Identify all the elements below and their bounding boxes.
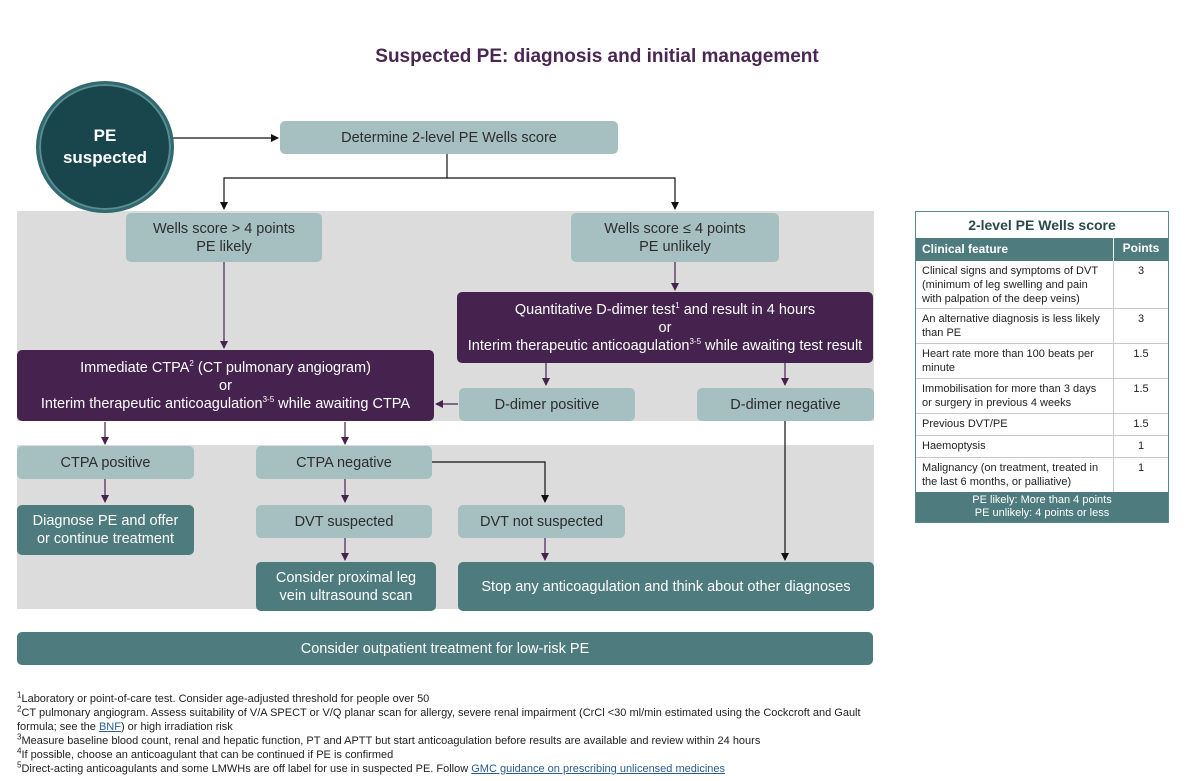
footnotes: 1Laboratory or point-of-care test. Consi…: [17, 690, 877, 776]
footer-likely: PE likely: More than 4 points: [972, 494, 1112, 506]
unlikely-line2: PE unlikely: [639, 238, 711, 255]
connector-negative-to-not-suspected: [432, 461, 549, 503]
table-row: Malignancy (on treatment, treated in the…: [916, 458, 1168, 492]
pe-unlikely-box: Wells score ≤ 4 points PE unlikely: [571, 213, 779, 262]
row-feature: Immobilisation for more than 3 days or s…: [916, 379, 1114, 413]
table-row: Previous DVT/PE 1.5: [916, 414, 1168, 436]
row-points: 3: [1137, 313, 1145, 325]
determine-wells-box: Determine 2-level PE Wells score: [280, 121, 618, 154]
wells-score-table: 2-level PE Wells score Clinical feature …: [915, 211, 1169, 523]
footnote-5: 5Direct-acting anticoagulants and some L…: [17, 760, 725, 775]
start-line1: PE: [93, 126, 117, 145]
diagnose-pe-box: Diagnose PE and offer or continue treatm…: [17, 505, 194, 555]
ddimer-positive-label: D-dimer positive: [494, 396, 600, 413]
ddimer-negative-label: D-dimer negative: [730, 396, 841, 413]
footnote-3: 3Measure baseline blood count, renal and…: [17, 732, 761, 747]
wells-table-footer: PE likely: More than 4 points PE unlikel…: [916, 492, 1168, 522]
ddimer-line2: or: [658, 319, 672, 336]
consider-scan-box: Consider proximal leg vein ultrasound sc…: [256, 562, 436, 611]
row-points: 1.5: [1133, 348, 1149, 360]
scan-line2: vein ultrasound scan: [279, 587, 413, 604]
dvt-not-suspected-box: DVT not suspected: [458, 505, 625, 538]
row-points: 3: [1137, 265, 1145, 277]
row-feature: Clinical signs and symptoms of DVT (mini…: [916, 261, 1114, 308]
table-row: Heart rate more than 100 beats per minut…: [916, 344, 1168, 379]
table-row: An alternative diagnosis is less likely …: [916, 309, 1168, 344]
row-feature: An alternative diagnosis is less likely …: [916, 309, 1114, 343]
stop-anticoagulation-box: Stop any anticoagulation and think about…: [458, 562, 874, 611]
ctpa-line1: Immediate CTPA2 (CT pulmonary angiogram): [80, 358, 371, 376]
row-feature: Heart rate more than 100 beats per minut…: [916, 344, 1114, 378]
footnote-2: 2CT pulmonary angiogram. Assess suitabil…: [17, 704, 861, 733]
connector-determine-split: [220, 154, 448, 210]
dvt-suspected-label: DVT suspected: [294, 513, 394, 530]
footnote-1: 1Laboratory or point-of-care test. Consi…: [17, 690, 430, 705]
ddimer-negative-box: D-dimer negative: [697, 388, 874, 421]
page-title: Suspected PE: diagnosis and initial mana…: [375, 46, 819, 67]
scan-line1: Consider proximal leg: [275, 569, 417, 586]
row-feature: Haemoptysis: [916, 436, 1114, 457]
footnote-4: 4If possible, choose an anticoagulant th…: [17, 746, 394, 761]
start-line2: suspected: [62, 148, 148, 167]
col-points-header: Points: [1122, 241, 1160, 255]
ctpa-line3: Interim therapeutic anticoagulation3-5 w…: [40, 394, 411, 412]
row-points: 1.5: [1133, 418, 1149, 430]
outpatient-box: Consider outpatient treatment for low-ri…: [17, 632, 873, 665]
pe-suspected-circle: PE suspected: [36, 81, 174, 213]
ddimer-test-box: Quantitative D-dimer test1 and result in…: [457, 292, 873, 363]
ddimer-line3: Interim therapeutic anticoagulation3-5 w…: [467, 336, 863, 354]
diagnose-line1: Diagnose PE and offer: [32, 513, 179, 529]
diagnose-line2: or continue treatment: [36, 531, 175, 547]
unlikely-line1: Wells score ≤ 4 points: [604, 220, 746, 237]
likely-line1: Wells score > 4 points: [153, 220, 295, 237]
wells-table-title: 2-level PE Wells score: [968, 217, 1116, 233]
ctpa-positive-box: CTPA positive: [17, 446, 194, 479]
table-row: Clinical signs and symptoms of DVT (mini…: [916, 261, 1168, 309]
ctpa-negative-label: CTPA negative: [296, 454, 392, 471]
ctpa-negative-box: CTPA negative: [256, 446, 432, 479]
determine-label: Determine 2-level PE Wells score: [341, 129, 557, 146]
row-points: 1.5: [1133, 383, 1149, 395]
immediate-ctpa-box: Immediate CTPA2 (CT pulmonary angiogram)…: [17, 350, 434, 421]
table-row: Haemoptysis 1: [916, 436, 1168, 458]
col-feature-header: Clinical feature: [916, 238, 1114, 261]
row-feature: Previous DVT/PE: [916, 414, 1114, 435]
connector-determine-right: [447, 177, 679, 210]
dvt-not-suspected-label: DVT not suspected: [479, 513, 604, 530]
table-row: Immobilisation for more than 3 days or s…: [916, 379, 1168, 414]
ddimer-positive-box: D-dimer positive: [459, 388, 635, 421]
likely-line2: PE likely: [196, 238, 252, 255]
ctpa-line2: or: [219, 377, 232, 394]
row-feature: Malignancy (on treatment, treated in the…: [916, 458, 1114, 492]
pe-likely-box: Wells score > 4 points PE likely: [126, 213, 322, 262]
row-points: 1: [1137, 440, 1145, 452]
wells-table-header: Clinical feature Points: [916, 238, 1168, 261]
ddimer-line1: Quantitative D-dimer test1 and result in…: [514, 300, 816, 318]
dvt-suspected-box: DVT suspected: [256, 505, 432, 538]
outpatient-label: Consider outpatient treatment for low-ri…: [300, 640, 590, 657]
bnf-link[interactable]: BNF: [98, 721, 121, 733]
stop-label: Stop any anticoagulation and think about…: [481, 578, 851, 595]
footer-unlikely: PE unlikely: 4 points or less: [974, 507, 1110, 519]
row-points: 1: [1137, 462, 1145, 474]
ctpa-positive-label: CTPA positive: [60, 454, 151, 471]
gmc-guidance-link[interactable]: GMC guidance on prescribing unlicensed m…: [471, 763, 725, 775]
